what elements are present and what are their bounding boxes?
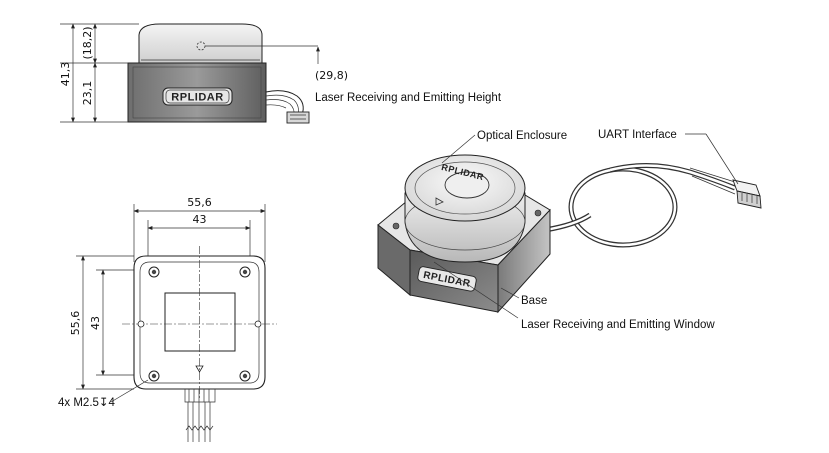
- screw-hole-bl: [148, 370, 160, 382]
- iso-top-cap-circle: [444, 171, 490, 199]
- iso-uart-connector: [732, 179, 762, 209]
- iso-view: RPLIDAR RPLIDAR Optical Enclosure UART I…: [377, 129, 762, 331]
- dim-total-height: 41,3: [59, 62, 72, 87]
- laser-height-label: Laser Receiving and Emitting Height: [315, 92, 502, 104]
- label-optical-enclosure: Optical Enclosure: [477, 130, 567, 142]
- screw-hole-br: [239, 370, 251, 382]
- dim-hole-height: 43: [89, 316, 102, 330]
- dim-outer-width: 55,6: [187, 196, 212, 209]
- side-brand-plate: [162, 87, 233, 106]
- dim-outer-height: 55,6: [69, 311, 82, 336]
- label-laser-window: Laser Receiving and Emitting Window: [521, 319, 715, 331]
- dim-laser-height: (29,8): [315, 69, 348, 82]
- dim-top-height: (18,2): [81, 26, 94, 59]
- side-optical-enclosure: [138, 23, 263, 64]
- top-center-window: [164, 292, 236, 352]
- label-base: Base: [521, 295, 547, 307]
- iso-base-right: [497, 208, 551, 314]
- side-uart-connector: [286, 111, 310, 124]
- screw-hole-tl: [148, 266, 160, 278]
- top-view: 55,6 43 55,6 43 4x M2.5↧4: [58, 196, 277, 442]
- side-view: RPLIDAR 41,3 (18,2) 23,1 (29,8) Laser Re…: [59, 23, 502, 124]
- side-brand-text: RPLIDAR: [171, 92, 223, 104]
- screw-hole-tr: [239, 266, 251, 278]
- dim-hole-width: 43: [193, 213, 207, 226]
- label-uart-interface: UART Interface: [598, 129, 677, 141]
- dim-base-height: 23,1: [81, 81, 94, 106]
- screw-spec-label: 4x M2.5↧4: [58, 397, 116, 409]
